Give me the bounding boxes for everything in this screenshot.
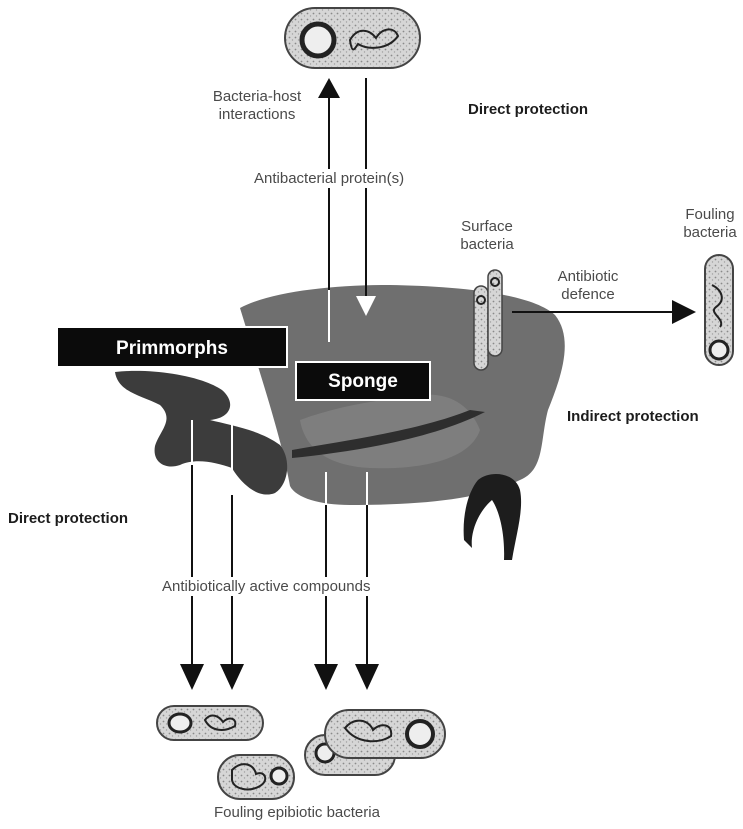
label-direct-protection-left: Direct protection: [8, 509, 128, 528]
arrow-head-down-2: [220, 664, 244, 690]
label-fouling-epibiotic: Fouling epibiotic bacteria: [214, 803, 380, 822]
label-direct-protection-top: Direct protection: [468, 100, 588, 119]
bacterium-top: [285, 8, 420, 68]
arrow-head-down-3: [314, 664, 338, 690]
label-fouling-bacteria: Fouling bacteria: [677, 206, 743, 242]
label-primmorphs: Primmorphs: [56, 326, 288, 368]
bacterium-bottom-1: [157, 706, 263, 740]
label-antibacterial-proteins: Antibacterial protein(s): [250, 169, 408, 188]
label-antibiotically-active: Antibiotically active compounds: [158, 577, 374, 596]
arrow-head-down-1: [180, 664, 204, 690]
primmorphs-body: [115, 371, 287, 495]
label-bacteria-host: Bacteria-host interactions: [192, 88, 322, 124]
label-indirect-protection: Indirect protection: [567, 407, 699, 426]
label-sponge: Sponge: [295, 361, 431, 401]
arrow-head-down-4: [355, 664, 379, 690]
bacterium-bottom-4: [325, 710, 445, 758]
fouling-bacterium-right: [705, 255, 733, 365]
surface-bacteria: [474, 270, 502, 370]
label-surface-bacteria: Surface bacteria: [452, 218, 522, 254]
label-antibiotic-defence: Antibiotic defence: [548, 268, 628, 304]
bacterium-bottom-2: [218, 755, 294, 799]
arrow-head-right: [672, 300, 696, 324]
